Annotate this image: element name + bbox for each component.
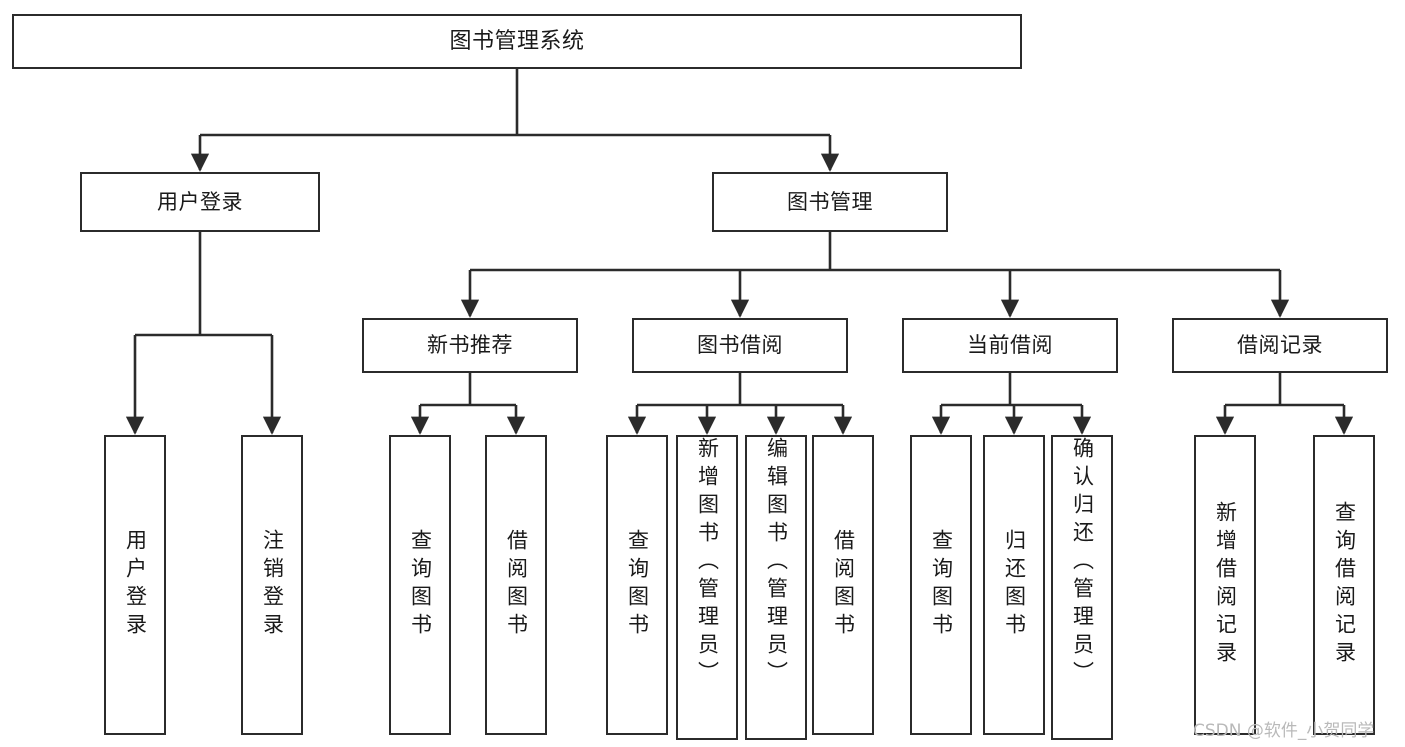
- node-label: 新增图书（管理员）: [695, 437, 720, 689]
- node-root-book-management-system[interactable]: 图书管理系统: [12, 14, 1022, 69]
- node-label: 注销登录: [260, 529, 285, 641]
- node-label: 新增借阅记录: [1213, 501, 1238, 669]
- node-leaf-query-borrow-record[interactable]: 查询借阅记录: [1313, 435, 1375, 735]
- node-label: 查询图书: [929, 529, 954, 641]
- watermark-text: CSDN @软件_小贺同学: [1193, 721, 1375, 741]
- node-label: 图书管理: [787, 189, 873, 214]
- node-leaf-logout[interactable]: 注销登录: [241, 435, 303, 735]
- node-label: 新书推荐: [427, 333, 513, 357]
- node-leaf-query-book-current[interactable]: 查询图书: [910, 435, 972, 735]
- node-label: 当前借阅: [967, 333, 1053, 357]
- node-book-borrowing[interactable]: 图书借阅: [632, 318, 848, 373]
- node-leaf-add-borrow-record[interactable]: 新增借阅记录: [1194, 435, 1256, 735]
- node-user-login[interactable]: 用户登录: [80, 172, 320, 232]
- node-leaf-borrow-book-rec[interactable]: 借阅图书: [485, 435, 547, 735]
- node-borrowing-record[interactable]: 借阅记录: [1172, 318, 1388, 373]
- node-leaf-return-book[interactable]: 归还图书: [983, 435, 1045, 735]
- node-label: 确认归还（管理员）: [1070, 437, 1095, 689]
- node-label: 查询图书: [408, 529, 433, 641]
- node-leaf-edit-book-admin[interactable]: 编辑图书（管理员）: [745, 435, 807, 740]
- node-label: 用户登录: [157, 189, 243, 214]
- node-label: 归还图书: [1002, 529, 1027, 641]
- node-label: 图书管理系统: [449, 28, 585, 54]
- node-label: 借阅图书: [504, 529, 529, 641]
- node-current-borrowing[interactable]: 当前借阅: [902, 318, 1118, 373]
- node-label: 查询图书: [625, 529, 650, 641]
- node-leaf-query-book-borrow[interactable]: 查询图书: [606, 435, 668, 735]
- node-label: 借阅图书: [831, 529, 856, 641]
- node-label: 查询借阅记录: [1332, 501, 1357, 669]
- node-label: 借阅记录: [1237, 333, 1323, 357]
- node-label: 用户登录: [123, 529, 148, 641]
- node-leaf-borrow-book[interactable]: 借阅图书: [812, 435, 874, 735]
- node-leaf-add-book-admin[interactable]: 新增图书（管理员）: [676, 435, 738, 740]
- node-book-management[interactable]: 图书管理: [712, 172, 948, 232]
- node-leaf-user-login[interactable]: 用户登录: [104, 435, 166, 735]
- node-leaf-confirm-return-admin[interactable]: 确认归还（管理员）: [1051, 435, 1113, 740]
- node-label: 图书借阅: [697, 333, 783, 357]
- node-label: 编辑图书（管理员）: [764, 437, 789, 689]
- node-leaf-query-book-rec[interactable]: 查询图书: [389, 435, 451, 735]
- node-new-book-recommendation[interactable]: 新书推荐: [362, 318, 578, 373]
